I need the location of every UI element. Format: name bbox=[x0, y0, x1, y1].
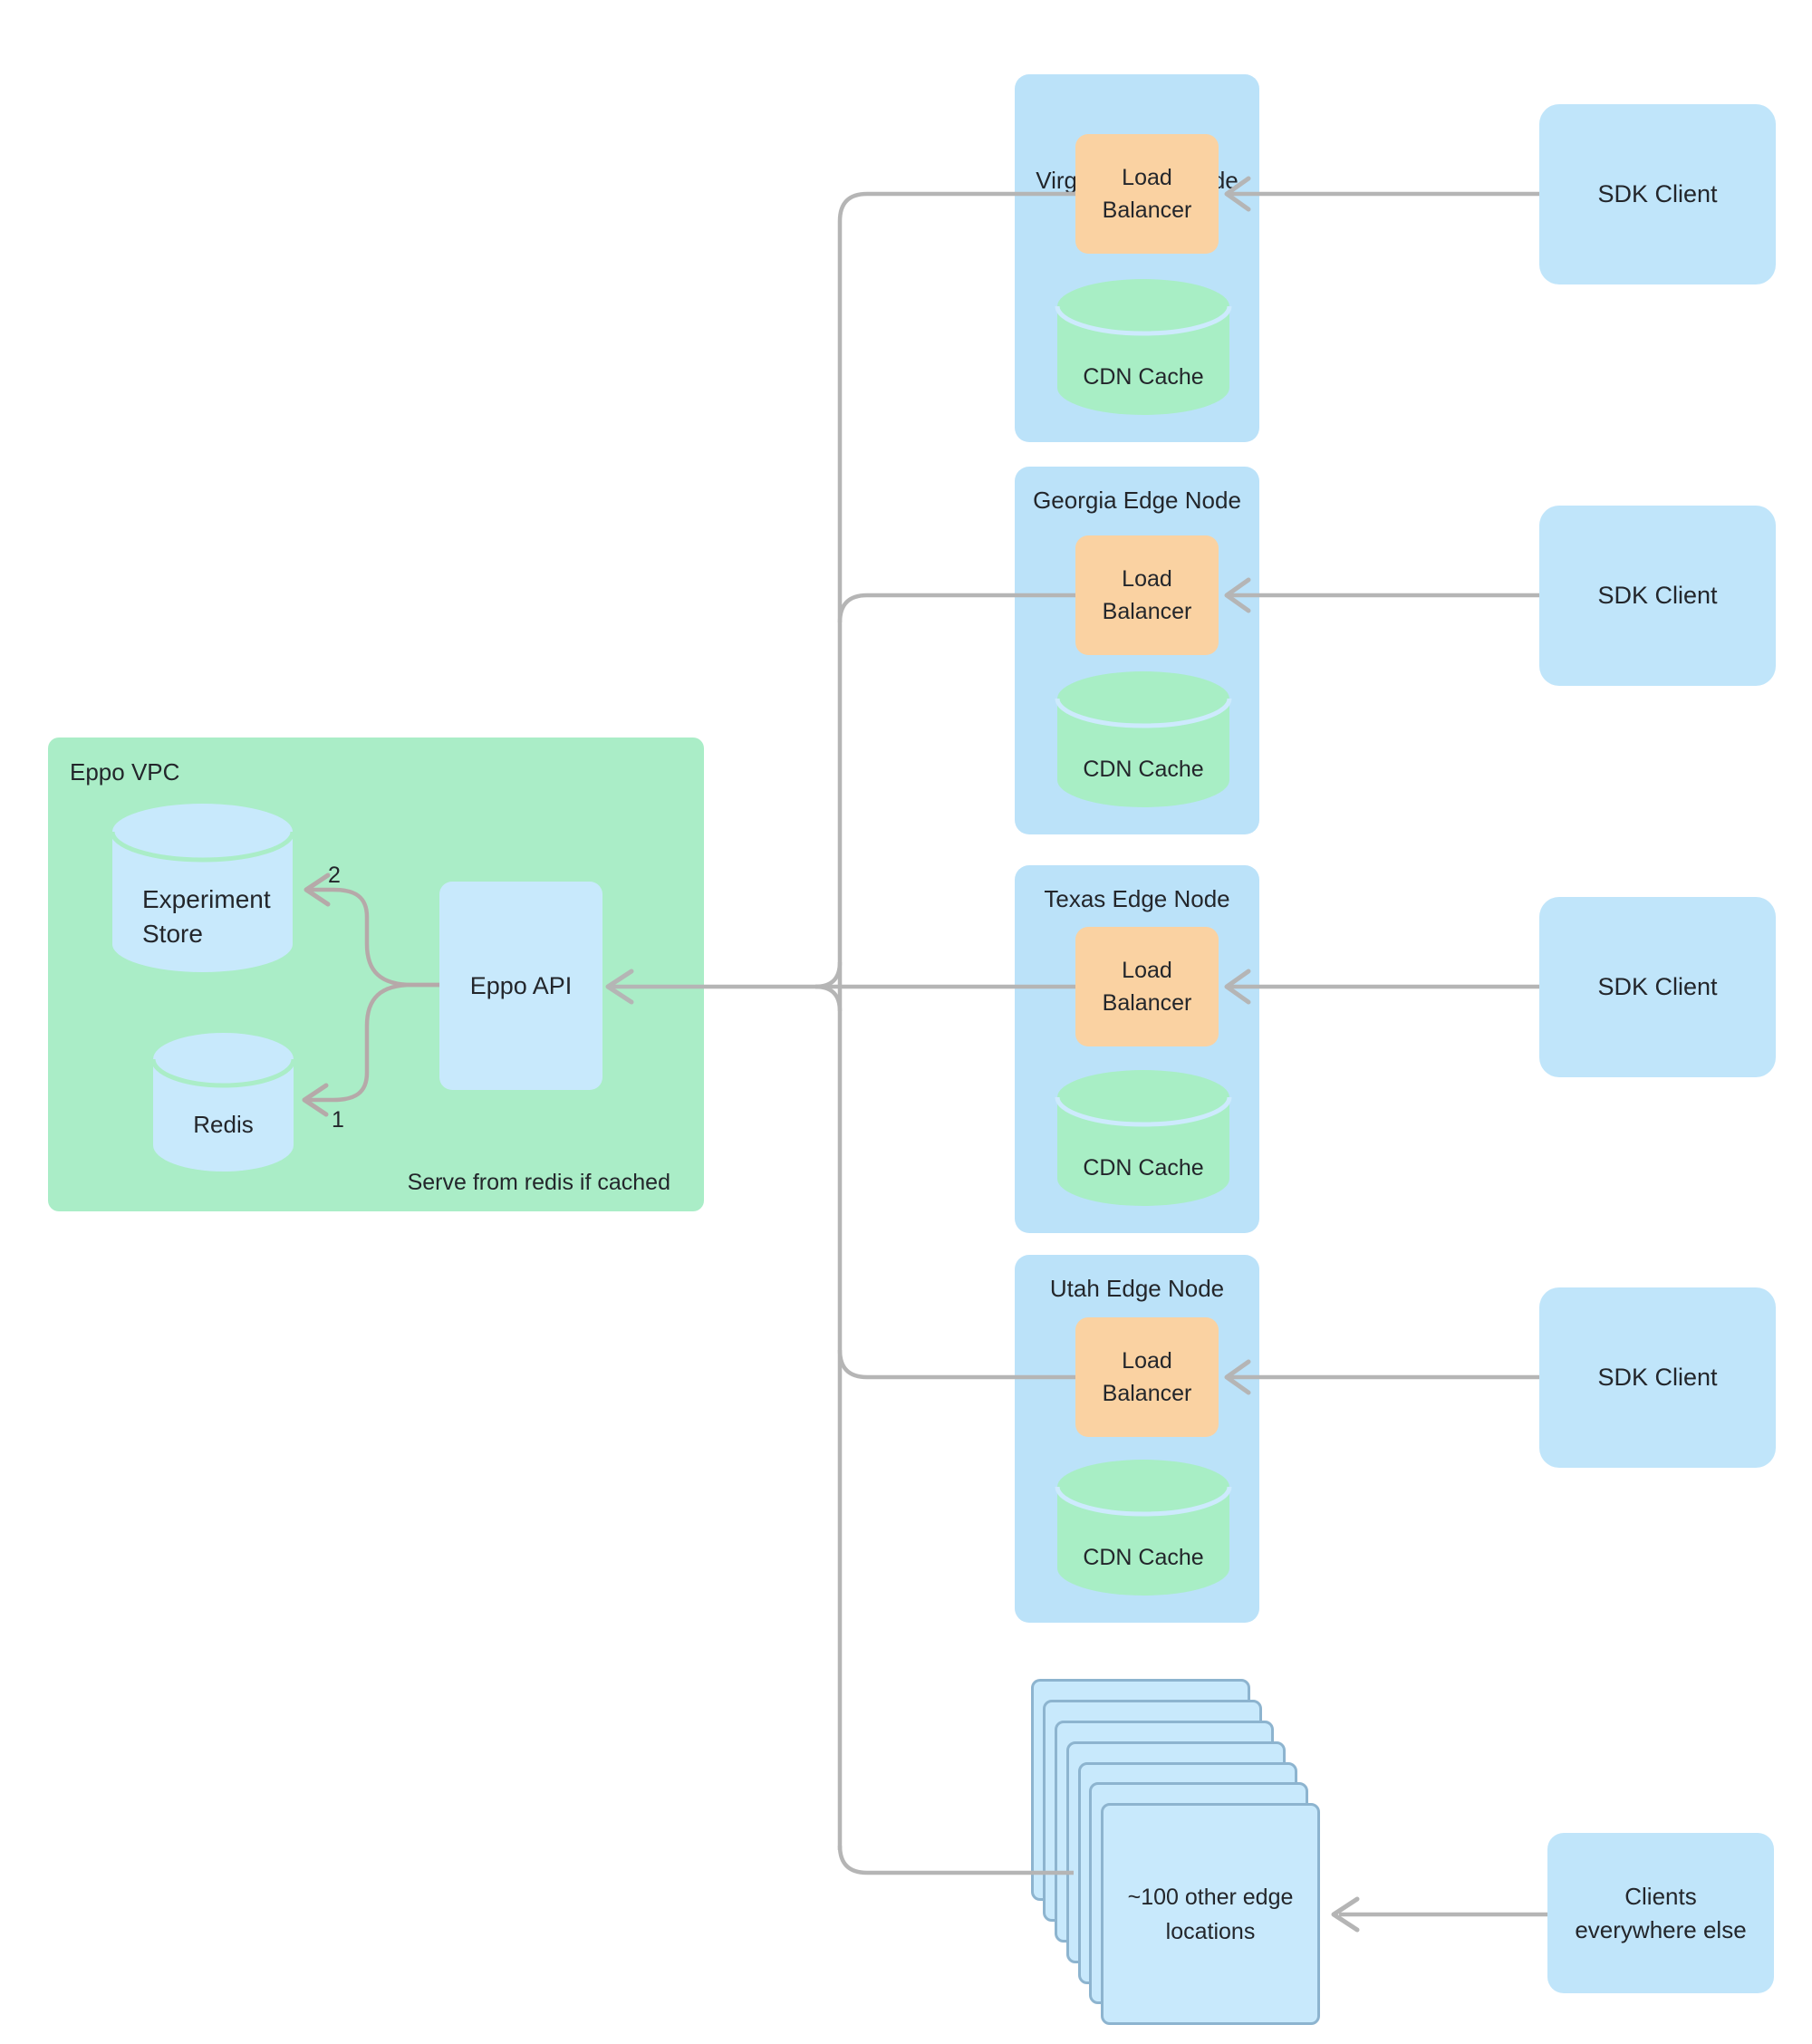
edge-node-georgia-title: Georgia Edge Node bbox=[1033, 487, 1241, 514]
load-balancer-texas: Load Balancer bbox=[1075, 927, 1219, 1046]
sdk-client-georgia: SDK Client bbox=[1539, 506, 1776, 686]
redis-label: Redis bbox=[193, 1111, 254, 1138]
clients-everywhere-else-box: Clients everywhere else bbox=[1547, 1833, 1774, 1993]
vpc-note: Serve from redis if cached bbox=[407, 1170, 670, 1195]
sdk-client-utah: SDK Client bbox=[1539, 1287, 1776, 1468]
eppo-api-box: Eppo API bbox=[439, 882, 602, 1090]
cdn-cache-label: CDN Cache bbox=[1083, 757, 1204, 782]
edge-node-texas-title: Texas Edge Node bbox=[1044, 885, 1230, 912]
step-2-label: 2 bbox=[328, 863, 341, 888]
redis-cylinder: Redis bbox=[150, 1033, 296, 1171]
cdn-cache-cylinder-texas: CDN Cache bbox=[1055, 1070, 1232, 1206]
cdn-cache-label: CDN Cache bbox=[1083, 1545, 1204, 1570]
clients-arrowhead-icon bbox=[1331, 1896, 1360, 1933]
load-balancer-georgia: Load Balancer bbox=[1075, 535, 1219, 655]
experiment-store-cylinder bbox=[110, 804, 295, 972]
trunk-merge-bottom bbox=[814, 984, 843, 1012]
cdn-cache-cylinder-utah: CDN Cache bbox=[1055, 1460, 1232, 1596]
cdn-cache-label: CDN Cache bbox=[1083, 1155, 1204, 1181]
eppo-vpc-label: Eppo VPC bbox=[70, 758, 180, 786]
step-1-label: 1 bbox=[332, 1107, 344, 1133]
sdk-client-texas: SDK Client bbox=[1539, 897, 1776, 1077]
other-edge-locations-box: ~100 other edge locations bbox=[1101, 1803, 1320, 2025]
experiment-store-label: Experiment Store bbox=[142, 885, 271, 948]
load-balancer-utah: Load Balancer bbox=[1075, 1317, 1219, 1437]
cdn-cache-label: CDN Cache bbox=[1083, 364, 1204, 390]
cdn-cache-cylinder-georgia: CDN Cache bbox=[1055, 671, 1232, 807]
load-balancer-virginia: Load Balancer bbox=[1075, 134, 1219, 254]
trunk-merge-top bbox=[814, 961, 843, 989]
sdk-client-virginia: SDK Client bbox=[1539, 104, 1776, 284]
edge-node-utah-title: Utah Edge Node bbox=[1049, 1275, 1225, 1302]
eppo-api-label: Eppo API bbox=[469, 971, 573, 999]
cdn-cache-cylinder-virginia: CDN Cache bbox=[1055, 279, 1232, 415]
